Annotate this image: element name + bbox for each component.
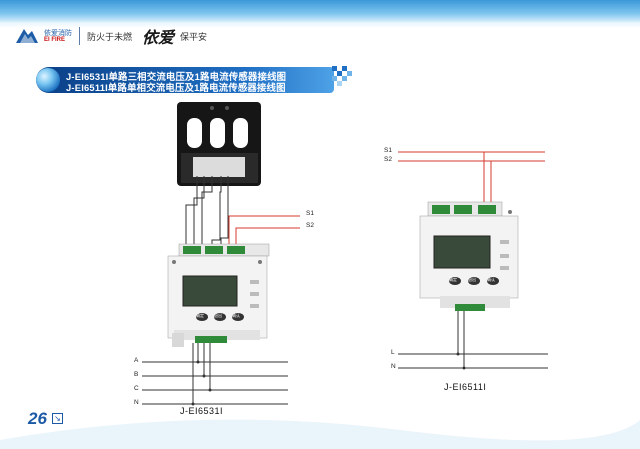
slogan-right: 保平安 xyxy=(180,32,208,43)
left-caption: J-EI6531I xyxy=(180,406,224,416)
brand-divider xyxy=(79,27,80,45)
right-button-3: 确认 xyxy=(487,277,495,282)
monitor-device-left xyxy=(167,243,270,347)
bottom-swoosh xyxy=(0,419,640,449)
left-s2-label: S2 xyxy=(306,222,314,229)
left-button-3: 确认 xyxy=(232,313,240,318)
phase-c-label: C xyxy=(134,385,139,392)
phase-b-label: B xyxy=(134,371,139,378)
monitor-device-right xyxy=(419,201,519,311)
left-button-1: 确定 xyxy=(196,313,204,318)
page-number: 26 xyxy=(28,409,47,428)
brand-header: 依爱消防 EI FIRE 防火于未燃 依爱 保平安 xyxy=(14,24,207,48)
right-s2-label: S2 xyxy=(384,156,392,163)
title-line-2: J-EI6511I单路单相交流电压及1路电流传感器接线图 xyxy=(66,82,286,93)
checker-pattern-icon xyxy=(332,66,352,86)
right-caption: J-EI6511I xyxy=(444,382,487,392)
brand-name-en: EI FIRE xyxy=(44,36,66,43)
company-logo-icon xyxy=(16,29,38,43)
line-n-label: N xyxy=(391,363,396,370)
line-dots-right xyxy=(456,352,466,370)
brand-name-cn: 依爱消防 xyxy=(44,28,72,37)
phase-dots xyxy=(191,360,212,406)
right-s1-label: S1 xyxy=(384,147,392,154)
line-l-label: L xyxy=(391,349,395,356)
phase-n-label: N xyxy=(134,399,139,406)
slogan-calligraphy: 依爱 xyxy=(142,28,175,47)
right-button-2: 退出 xyxy=(468,277,476,282)
phase-a-label: A xyxy=(134,357,139,364)
line-wires-right xyxy=(398,311,548,369)
current-transformer-left xyxy=(177,102,261,186)
left-s1-label: S1 xyxy=(306,210,314,217)
signal-wires-right xyxy=(398,151,545,206)
signal-wires-left xyxy=(228,215,300,250)
left-button-2: 退出 xyxy=(214,313,222,318)
right-button-1: 确定 xyxy=(449,277,457,282)
phase-lines xyxy=(142,343,288,405)
top-band xyxy=(0,0,640,28)
slogan-left: 防火于未燃 xyxy=(87,32,133,43)
title-banner xyxy=(36,67,334,93)
title-ball-icon xyxy=(36,68,60,92)
brand-name: 依爱消防 EI FIRE xyxy=(44,29,72,44)
title-line-1: J-EI6531I单路三相交流电压及1路电流传感器接线图 xyxy=(66,71,287,82)
transformer-wires xyxy=(185,176,229,250)
page-corner-icon: ↘ xyxy=(52,413,63,424)
